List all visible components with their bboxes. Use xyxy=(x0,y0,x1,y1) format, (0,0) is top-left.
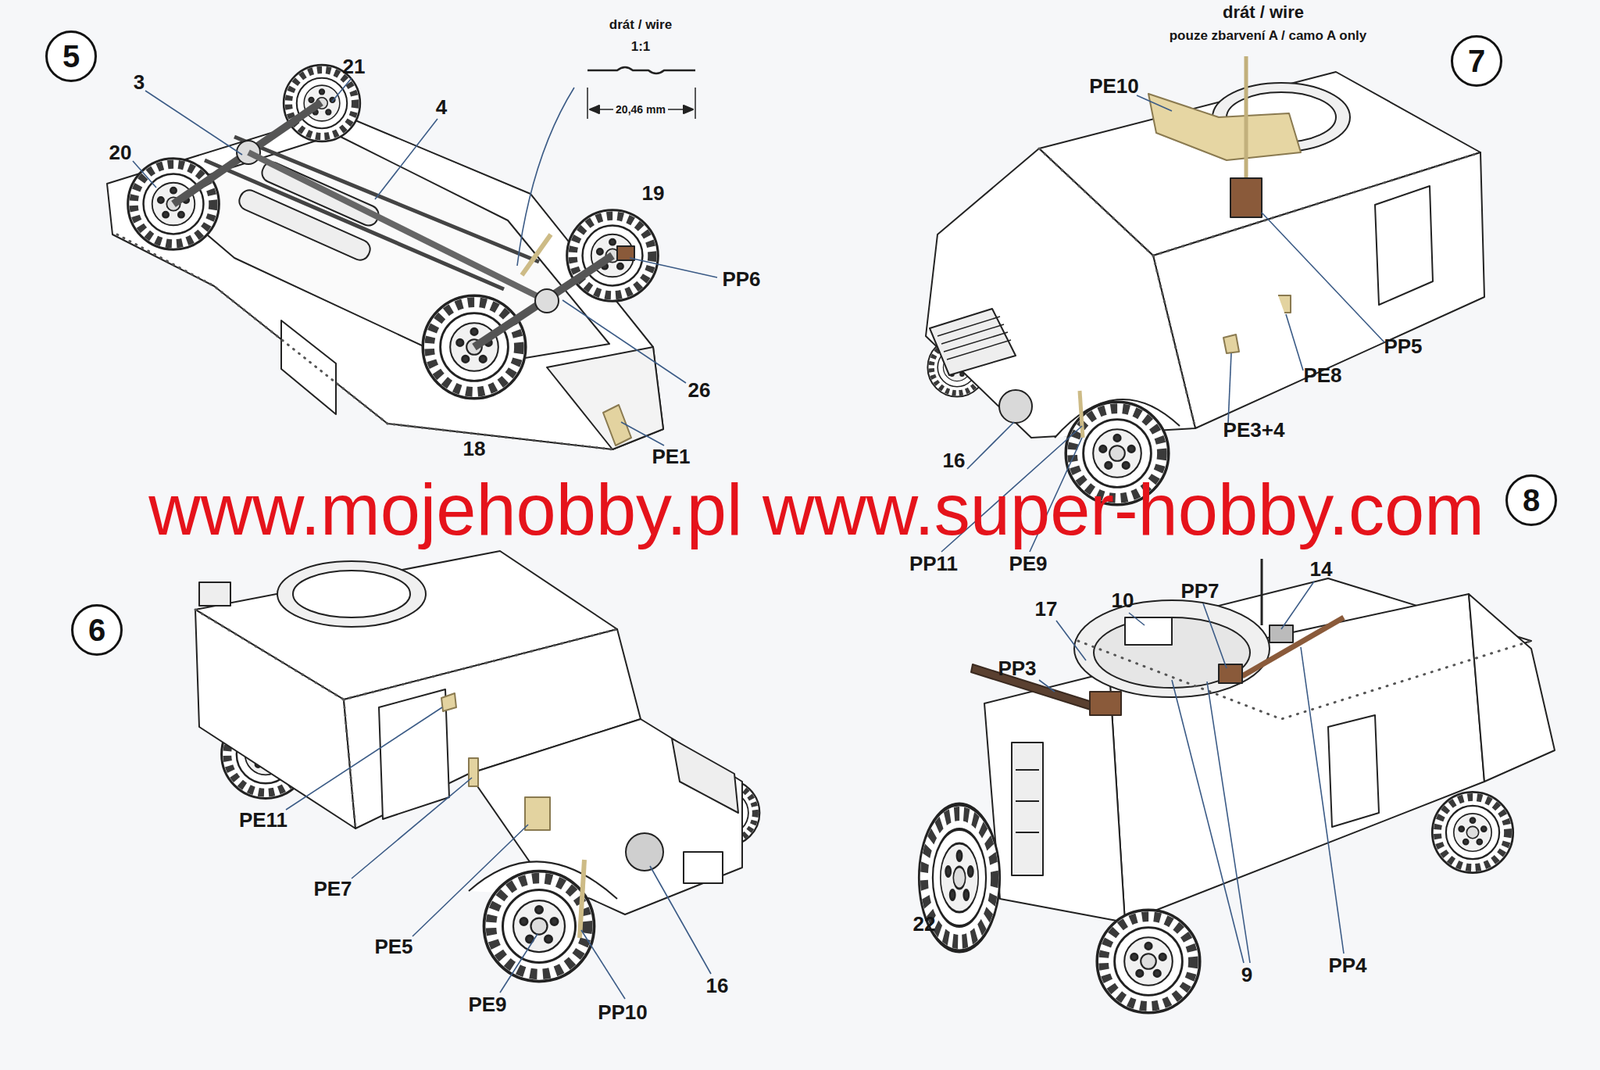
callout-number: PE5 xyxy=(374,935,413,959)
callout-number: PE9 xyxy=(1008,552,1047,576)
callout-number: 20 xyxy=(109,141,133,165)
callout-number: PP11 xyxy=(909,552,958,576)
callout-number: 9 xyxy=(1241,963,1253,987)
callout-number: PP7 xyxy=(1180,579,1219,604)
callout-number: PP4 xyxy=(1328,953,1367,978)
callout-number: PP5 xyxy=(1383,335,1422,359)
callout-number: PE1 xyxy=(651,445,690,469)
callout-number: 21 xyxy=(342,55,366,79)
step-number: 5 xyxy=(62,40,80,72)
callout-number: 3 xyxy=(133,71,145,95)
callout-number: PE7 xyxy=(313,877,352,901)
scale-note: 1:1 xyxy=(631,39,651,55)
camo-note: pouze zbarvení A / camo A only xyxy=(1169,28,1368,44)
callout-number: 10 xyxy=(1111,589,1135,613)
callout-number: 14 xyxy=(1310,557,1333,582)
callout-number: PE10 xyxy=(1089,75,1140,99)
callout-number: PP3 xyxy=(997,657,1036,681)
callout-number: PE8 xyxy=(1303,364,1342,388)
callout-number: PP10 xyxy=(597,1000,648,1025)
callout-number: PE3+4 xyxy=(1223,418,1286,443)
callout-number: PP6 xyxy=(721,267,761,292)
watermark: www.mojehobby.pl www.super-hobby.com xyxy=(148,468,1485,552)
callout-number: 4 xyxy=(435,96,447,120)
callout-number: 16 xyxy=(706,974,729,998)
wire-note: drát / wire xyxy=(609,17,672,33)
step-circle: 7 xyxy=(1450,35,1503,87)
step-number: 6 xyxy=(88,614,106,646)
callout-number: 22 xyxy=(913,912,936,936)
step-number: 7 xyxy=(1467,45,1486,77)
step-circle: 6 xyxy=(71,603,123,656)
dimension: 20,46 mm xyxy=(613,103,668,116)
step-circle: 8 xyxy=(1505,474,1558,526)
callout-number: 19 xyxy=(642,182,665,206)
callout-number: 18 xyxy=(463,437,486,461)
callout-number: 26 xyxy=(688,378,711,403)
callout-number: 16 xyxy=(942,449,966,473)
callout-number: PE11 xyxy=(239,808,288,833)
step-circle: 5 xyxy=(45,30,97,83)
callout-number: 17 xyxy=(1035,597,1058,622)
callout-number: PE9 xyxy=(467,992,507,1017)
wire-note: drát / wire xyxy=(1222,2,1304,22)
step-number: 8 xyxy=(1522,484,1540,516)
